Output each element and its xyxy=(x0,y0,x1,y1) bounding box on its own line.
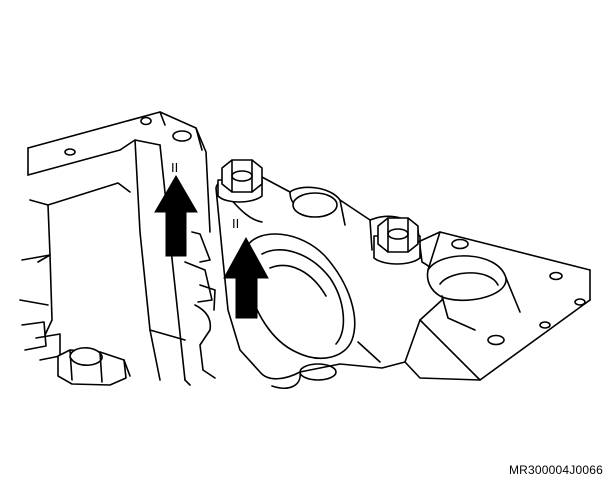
up-arrow-icon xyxy=(223,236,269,319)
cap-bolt-right xyxy=(373,217,421,265)
right-block-casting xyxy=(404,231,591,381)
lower-left-bolt xyxy=(21,321,131,386)
cap-bolt-left xyxy=(217,159,263,203)
index-mark-left: II xyxy=(171,160,178,175)
index-mark-right: II xyxy=(232,216,239,231)
up-arrow-icon xyxy=(154,175,198,257)
figure-code-label: MR300004J0066 xyxy=(508,463,603,477)
cylinder-block-casting xyxy=(19,111,216,386)
